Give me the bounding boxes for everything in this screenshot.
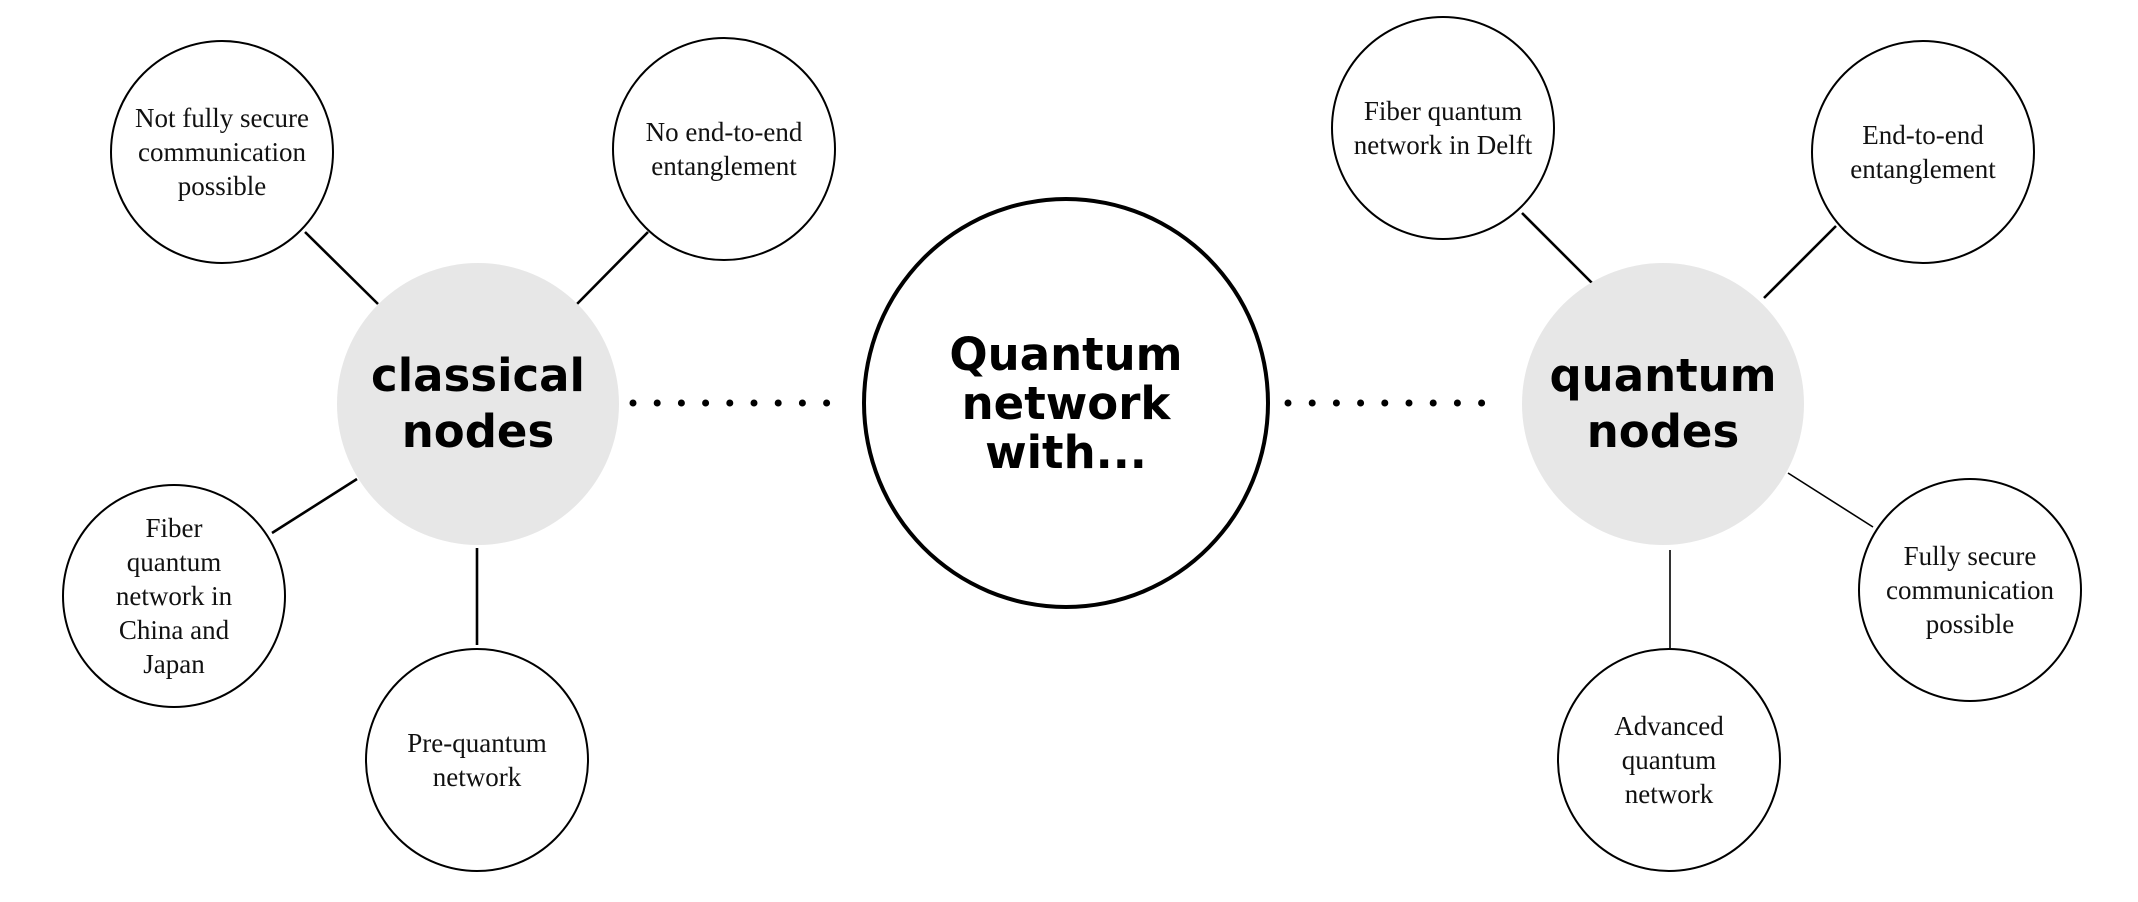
center-node: Quantum network with... [862,197,1270,609]
leaf-pre-quantum: Pre-quantum network [365,648,589,872]
leaf-fiber-delft: Fiber quantum network in Delft [1331,16,1555,240]
connector-quantum-top-left [1521,212,1596,287]
leaf-end-to-end: End-to-end entanglement [1811,40,2035,264]
leaf-label: Fiber quantum network in Delft [1353,96,1533,160]
classical-nodes-hub: classical nodes [337,263,619,545]
quantum-nodes-label: quantum nodes [1549,349,1777,458]
leaf-label: Fiber quantum network in China and Japan [115,513,233,679]
connector-quantum-top-right [1763,225,1837,299]
connector-quantum-bottom-right [1787,472,1874,528]
connector-classical-top-left [304,231,379,305]
leaf-fiber-china-japan: Fiber quantum network in China and Japan [62,484,286,708]
leaf-advanced-quantum: Advanced quantum network [1557,648,1781,872]
connector-classical-top-right [576,231,649,305]
leaf-label: Fully secure communication possible [1886,541,2054,639]
center-node-label: Quantum network with... [949,327,1183,479]
leaf-label: Advanced quantum network [1614,711,1724,809]
leaf-label: Pre-quantum network [407,728,547,792]
leaf-no-end-to-end: No end-to-end entanglement [612,37,836,261]
quantum-nodes-hub: quantum nodes [1522,263,1804,545]
leaf-label: No end-to-end entanglement [645,117,803,181]
leaf-label: Not fully secure communication possible [135,103,309,201]
classical-nodes-label: classical nodes [371,349,585,458]
leaf-fully-secure: Fully secure communication possible [1858,478,2082,702]
leaf-not-fully-secure: Not fully secure communication possible [110,40,334,264]
connector-classical-bottom-left [271,477,358,535]
leaf-label: End-to-end entanglement [1850,120,1996,184]
